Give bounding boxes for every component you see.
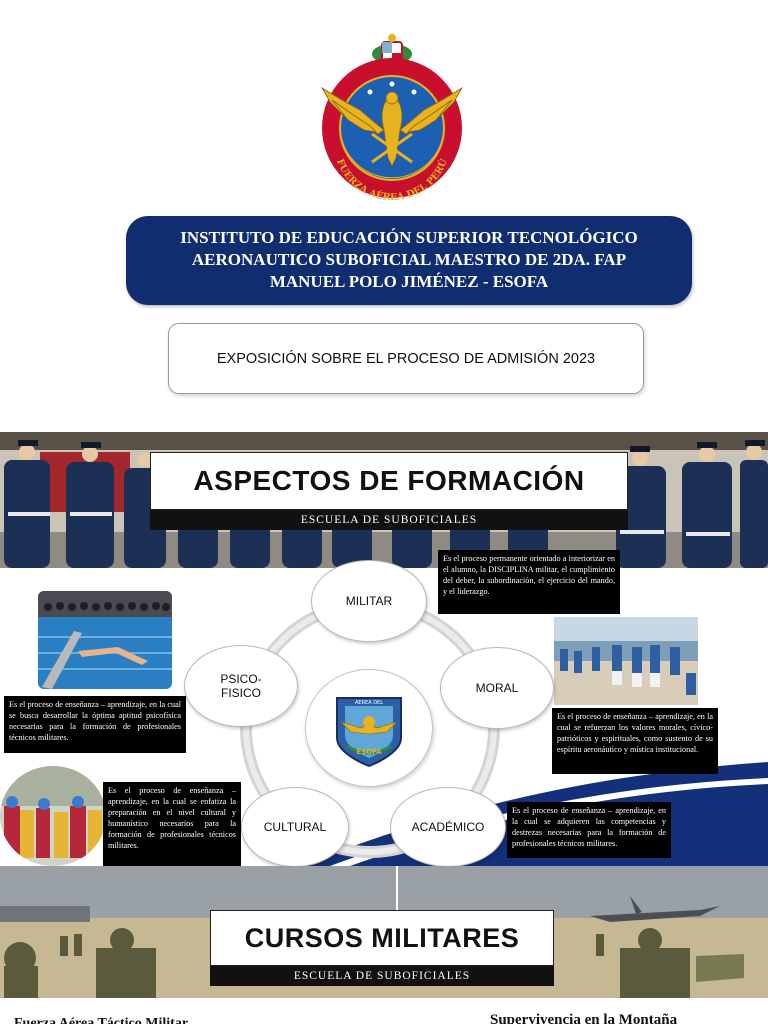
node-militar: MILITAR bbox=[311, 560, 427, 642]
military-courses-subtitle: ESCUELA DE SUBOFICIALES bbox=[210, 966, 554, 986]
swimming-photo bbox=[38, 591, 172, 689]
node-psico-line1: PSICO- bbox=[220, 672, 262, 686]
desc-academico: Es el proceso de enseñanza – aprendizaje… bbox=[507, 802, 671, 858]
slide-title: FUERZA AÉREA DEL PERÚ INSTITUTO DE EDUCA… bbox=[0, 0, 768, 432]
cultural-dance-photo bbox=[0, 766, 106, 866]
cut-off-left-text: Fuerza Aérea Táctico Militar bbox=[14, 1016, 189, 1024]
node-psico-fisico: PSICO- FISICO bbox=[184, 645, 298, 727]
slide-training-aspects: ASPECTOS DE FORMACIÓN ESCUELA DE SUBOFIC… bbox=[0, 432, 768, 866]
cut-off-right-heading: Supervivencia en la Montaña bbox=[490, 1012, 678, 1024]
badge-top-text: AEREA DEL bbox=[355, 700, 383, 706]
training-aspects-subtitle: ESCUELA DE SUBOFICIALES bbox=[150, 510, 628, 530]
desc-cultural: Es el proceso de enseñanza – aprendizaje… bbox=[103, 782, 241, 866]
presentation-subtitle: EXPOSICIÓN SOBRE EL PROCESO DE ADMISIÓN … bbox=[168, 323, 644, 394]
esofa-badge-icon: AEREA DEL ESOFA bbox=[336, 697, 402, 768]
institution-title-line2: AERONAUTICO SUBOFICIAL MAESTRO DE 2DA. F… bbox=[191, 250, 627, 269]
institution-title: INSTITUTO DE EDUCACIÓN SUPERIOR TECNOLÓG… bbox=[126, 216, 692, 305]
training-aspects-title: ASPECTOS DE FORMACIÓN bbox=[150, 452, 628, 510]
node-cultural: CULTURAL bbox=[241, 787, 349, 866]
node-psico-line2: FISICO bbox=[220, 686, 261, 700]
beach-training-photo bbox=[554, 617, 698, 705]
node-academico: ACADÉMICO bbox=[390, 787, 506, 866]
slide-military-courses: CURSOS MILITARES ESCUELA DE SUBOFICIALES… bbox=[0, 866, 768, 1024]
military-courses-title: CURSOS MILITARES bbox=[210, 910, 554, 966]
badge-bottom-text: ESOFA bbox=[356, 748, 382, 756]
institution-title-line3: MANUEL POLO JIMÉNEZ - ESOFA bbox=[269, 272, 549, 291]
institution-title-line1: INSTITUTO DE EDUCACIÓN SUPERIOR TECNOLÓG… bbox=[180, 228, 638, 247]
desc-moral: Es el proceso de enseñanza – aprendizaje… bbox=[552, 708, 718, 774]
desc-psico-fisico: Es el proceso de enseñanza – aprendizaje… bbox=[4, 696, 186, 753]
fap-crest-icon: FUERZA AÉREA DEL PERÚ bbox=[320, 34, 464, 202]
desc-militar: Es el proceso permanente orientado a int… bbox=[438, 550, 620, 614]
esofa-badge-container: AEREA DEL ESOFA bbox=[305, 669, 433, 787]
node-moral: MORAL bbox=[440, 647, 554, 729]
